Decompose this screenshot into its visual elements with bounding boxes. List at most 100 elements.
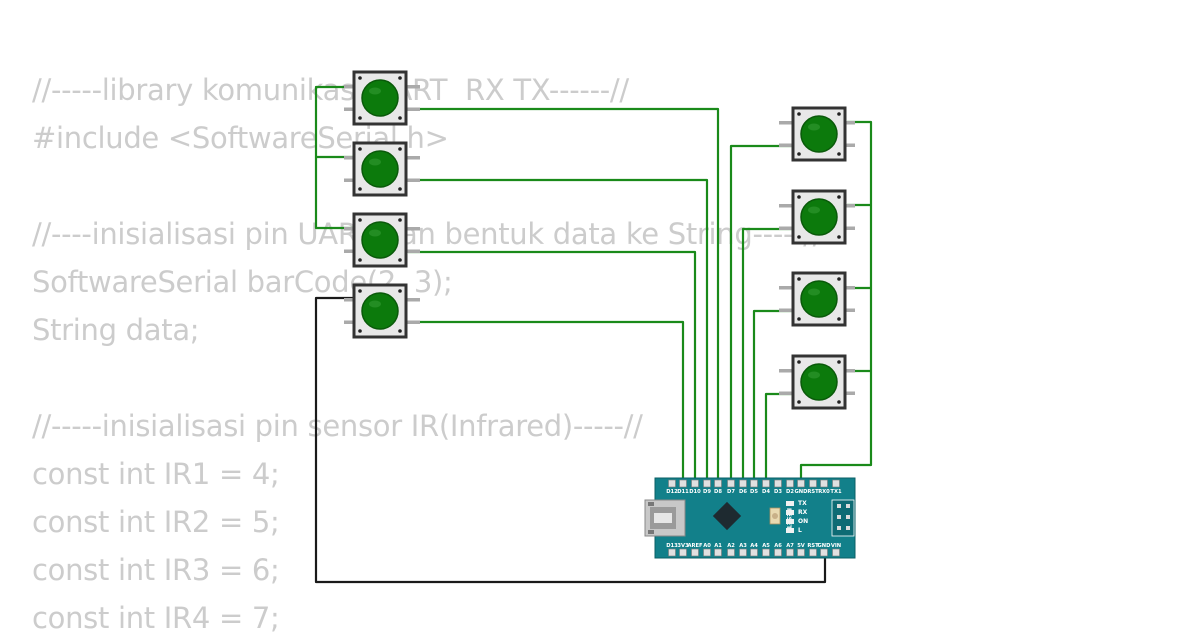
microcontroller-chip [712,501,742,531]
top-pin-label: D9 [703,489,711,495]
pushbutton-right-1[interactable] [779,106,855,162]
led-label-l: L [798,527,802,534]
top-pin-label: D8 [714,489,722,495]
bottom-pin-14[interactable] [832,548,840,557]
top-pin-4[interactable] [714,479,722,488]
top-pin-3[interactable] [703,479,711,488]
pushbutton-left-4[interactable] [344,283,420,339]
pushbutton-left-2[interactable] [344,141,420,197]
bottom-pin-7[interactable] [750,548,758,557]
bottom-pin-label: A3 [739,543,747,549]
bottom-pin-10[interactable] [786,548,794,557]
wire-left-button-4[interactable] [408,320,685,484]
pushbutton-right-3[interactable] [779,271,855,327]
code-line: const int IR1 = 4; [32,457,280,491]
bottom-pin-5[interactable] [727,548,735,557]
bottom-pin-label: RST [807,543,819,549]
top-pin-0[interactable] [668,479,676,488]
top-pin-label: D3 [774,489,782,495]
bottom-pin-label: A4 [750,543,758,549]
bottom-pin-13[interactable] [820,548,828,557]
bottom-pin-2[interactable] [691,548,699,557]
led-label-on: ON [798,518,808,525]
top-pin-12[interactable] [809,479,817,488]
bottom-pin-label: A0 [703,543,711,549]
top-pin-label: RST [807,489,819,495]
bottom-pin-8[interactable] [762,548,770,557]
bottom-pin-6[interactable] [739,548,747,557]
top-pin-7[interactable] [750,479,758,488]
wire-left-button-1[interactable] [408,107,720,484]
top-pin-8[interactable] [762,479,770,488]
top-pin-label: D5 [750,489,758,495]
bottom-pin-label: 5V [797,543,805,549]
top-pin-label: D2 [786,489,794,495]
code-listing: //-----library komunikasi UART RX TX----… [32,66,823,642]
wire-right-button-4[interactable] [764,392,792,484]
bottom-pin-label: A7 [786,543,794,549]
wire-right-rail[interactable] [799,120,873,484]
pushbutton-left-1[interactable] [344,70,420,126]
top-pin-label: D11 [677,489,689,495]
top-pin-14[interactable] [832,479,840,488]
top-pin-13[interactable] [820,479,828,488]
wire-right-button-2[interactable] [741,227,792,484]
bottom-pin-3[interactable] [703,548,711,557]
bottom-pin-label: D13 [666,543,678,549]
bottom-pin-label: VIN [831,543,841,549]
bottom-pin-label: 3V3 [677,543,689,549]
top-pin-10[interactable] [786,479,794,488]
wire-left-button-2[interactable] [408,178,709,484]
bottom-pin-label: A1 [714,543,722,549]
bottom-pin-9[interactable] [774,548,782,557]
code-line: const int IR2 = 5; [32,505,280,539]
top-pin-label: RX0 [818,489,830,495]
usb-connector [644,499,686,537]
icsp-header [831,499,855,537]
bottom-pin-12[interactable] [809,548,817,557]
code-line: //-----inisialisasi pin sensor IR(Infrar… [32,409,643,443]
code-line: SoftwareSerial barCode(2, 3); [32,265,453,299]
code-line: const int IR4 = 7; [32,601,280,635]
top-pin-label: D4 [762,489,770,495]
top-pin-label: TX1 [830,489,842,495]
wires [314,85,873,584]
code-line: const int IR3 = 6; [32,553,280,587]
top-pin-label: D10 [689,489,701,495]
bottom-pin-label: AREF [687,543,703,549]
top-pin-11[interactable] [797,479,805,488]
wire-black[interactable] [314,296,827,584]
top-pin-6[interactable] [739,479,747,488]
bottom-pin-11[interactable] [797,548,805,557]
bottom-pin-label: GND [818,543,832,549]
top-pin-label: D7 [727,489,735,495]
bottom-pin-label: A6 [774,543,782,549]
code-line: //-----library komunikasi UART RX TX----… [32,73,629,107]
pushbutton-right-4[interactable] [779,354,855,410]
wire-right-button-1[interactable] [729,144,792,484]
code-line: String data; [32,313,200,347]
bottom-pin-label: A5 [762,543,770,549]
top-pin-9[interactable] [774,479,782,488]
led-label-tx: TX [798,500,807,507]
top-pin-label: GND [795,489,809,495]
top-pin-label: D6 [739,489,747,495]
bottom-pin-4[interactable] [714,548,722,557]
top-pin-1[interactable] [679,479,687,488]
wire-right-button-3[interactable] [752,309,792,484]
bottom-pin-0[interactable] [668,548,676,557]
wire-left-button-3[interactable] [408,250,697,484]
bottom-pin-label: A2 [727,543,735,549]
code-line: #include <SoftwareSerial.h> [32,121,449,155]
bottom-pin-1[interactable] [679,548,687,557]
pushbutton-right-2[interactable] [779,189,855,245]
top-pin-label: D12 [666,489,678,495]
pushbutton-left-3[interactable] [344,212,420,268]
top-pin-2[interactable] [691,479,699,488]
top-pin-header [668,479,840,488]
top-pin-5[interactable] [727,479,735,488]
